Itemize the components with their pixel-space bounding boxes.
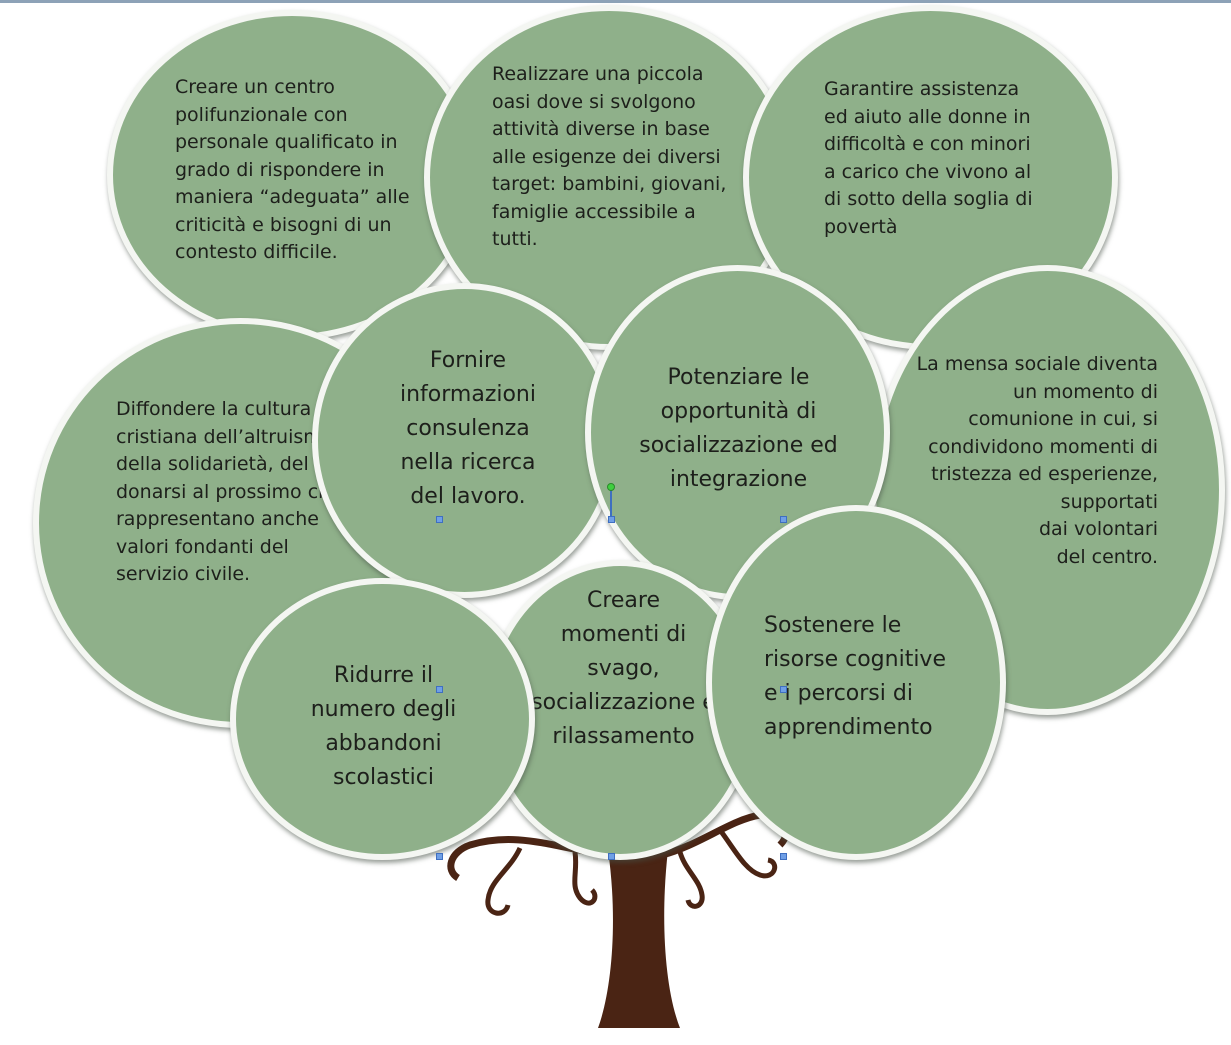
bubble-lavoro: Fornire informazioni consulenza nella ri… bbox=[312, 283, 617, 598]
bubble-abbandoni-text: Ridurre il numero degli abbandoni scolas… bbox=[310, 663, 457, 791]
curl-right-1 bbox=[717, 828, 778, 879]
bubble-centro-polifunzionale: Creare un centro polifunzionale con pers… bbox=[107, 10, 477, 340]
bubble-oasi-text: Realizzare una piccola oasi dove si svol… bbox=[492, 63, 727, 251]
curl-left-1 bbox=[485, 846, 523, 916]
selection-handle-right[interactable] bbox=[780, 686, 787, 693]
bubble-risorse: Sostenere le risorse cognitive e i perco… bbox=[706, 505, 1006, 860]
curl-left-2 bbox=[572, 851, 598, 906]
bubble-assistenza-text: Garantire assistenza ed aiuto alle donne… bbox=[824, 78, 1033, 238]
top-border-line bbox=[0, 0, 1231, 3]
selection-handle-bottom[interactable] bbox=[608, 853, 615, 860]
selection-handle-top-right[interactable] bbox=[780, 516, 787, 523]
rotation-handle[interactable] bbox=[607, 483, 615, 491]
selection-handle-bottom-left[interactable] bbox=[436, 853, 443, 860]
bubble-svago-text: Creare momenti di svago, socializzazione… bbox=[531, 588, 716, 750]
selection-handle-top-left[interactable] bbox=[436, 516, 443, 523]
bubble-lavoro-text: Fornire informazioni consulenza nella ri… bbox=[399, 348, 536, 510]
bubble-socializzazione-text: Potenziare le opportunità di socializzaz… bbox=[639, 365, 838, 493]
selection-handle-bottom-right[interactable] bbox=[780, 853, 787, 860]
selection-handle-left[interactable] bbox=[436, 686, 443, 693]
bubble-centro-text: Creare un centro polifunzionale con pers… bbox=[175, 76, 410, 264]
selection-handle-top[interactable] bbox=[608, 516, 615, 523]
rotation-handle-line bbox=[610, 490, 612, 518]
bubble-mensa-text: La mensa sociale diventa un momento di c… bbox=[916, 353, 1158, 568]
curl-right-2 bbox=[677, 851, 705, 909]
bubble-abbandoni: Ridurre il numero degli abbandoni scolas… bbox=[230, 578, 535, 860]
tree-trunk bbox=[598, 850, 680, 1028]
bubble-risorse-text: Sostenere le risorse cognitive e i perco… bbox=[764, 613, 946, 741]
